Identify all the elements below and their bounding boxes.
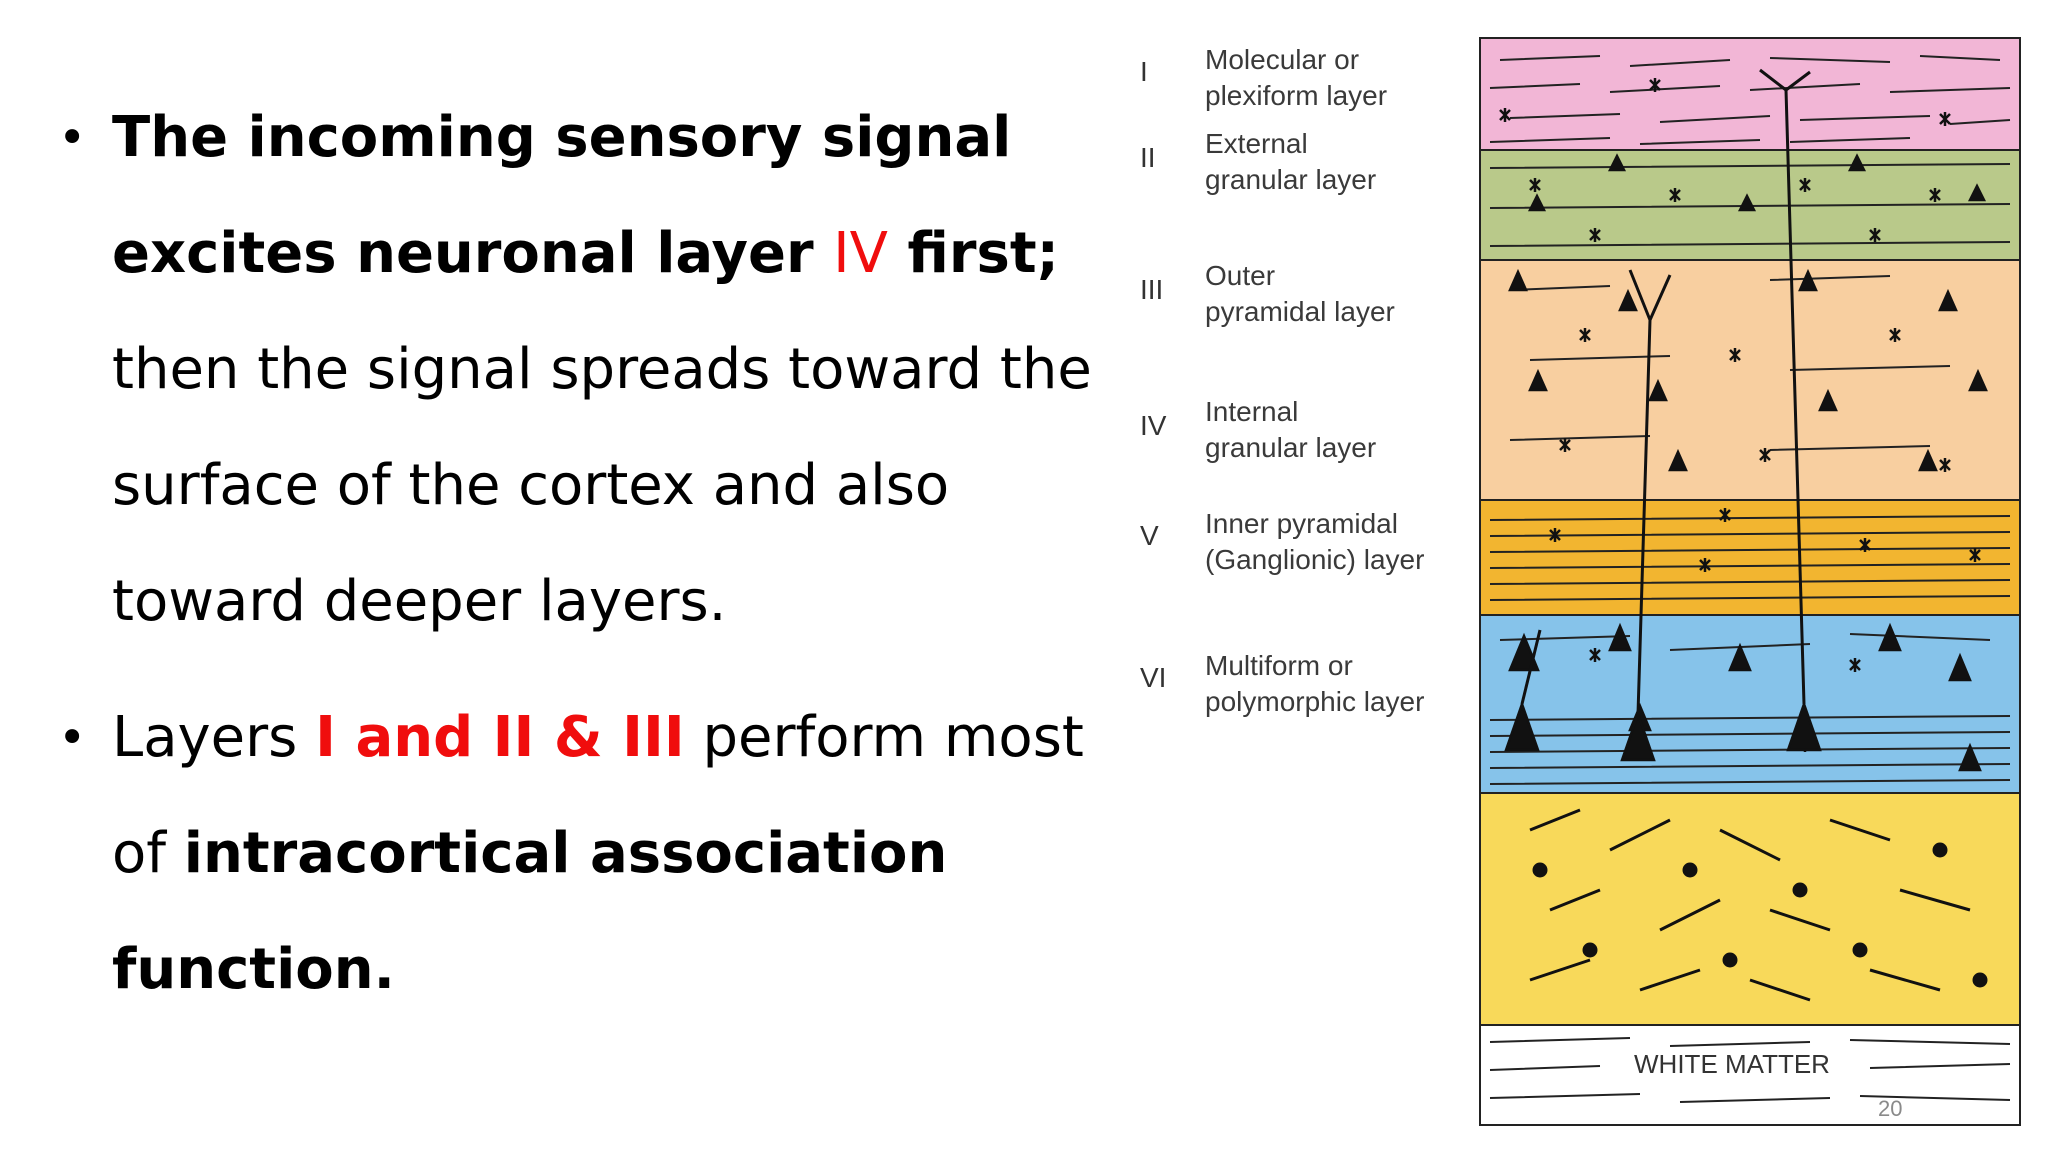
bullet-dot: • xyxy=(58,710,87,766)
white-matter-label: WHITE MATTER xyxy=(1634,1049,1830,1079)
bullet-point: • The incoming sensory signal excites neur… xyxy=(58,80,1092,660)
bullet-line: toward deeper layers. xyxy=(112,544,1088,660)
bullet-line: function. xyxy=(112,912,1088,1028)
pyramidal-cells xyxy=(1504,153,1988,772)
layer-name-5: Inner pyramidal (Ganglionic) layer xyxy=(1205,508,1425,575)
bullet-line: excites neuronal layer IV first; xyxy=(112,196,1088,312)
layer-name-6: Multiform or polymorphic layer xyxy=(1205,650,1425,717)
layer-band-5 xyxy=(1479,614,2021,794)
highlighted-text: I and II & III xyxy=(315,705,685,770)
text-segment: first; xyxy=(887,221,1060,286)
layer-name-2: External granular layer xyxy=(1205,128,1377,195)
bullet-dot: • xyxy=(58,110,87,166)
layer-band-3 xyxy=(1479,259,2021,501)
layer-numeral-2: II xyxy=(1140,142,1156,173)
layer-name-3: Outer pyramidal layer xyxy=(1205,260,1395,327)
layer-band-1 xyxy=(1479,37,2021,151)
text-segment: The incoming sensory signal xyxy=(112,105,1012,170)
text-segment: Layers xyxy=(112,705,316,770)
text-segment: then the signal spreads toward the xyxy=(112,337,1092,402)
page-number: 20 xyxy=(1878,1096,1903,1121)
text-segment: excites neuronal layer xyxy=(112,221,834,286)
text-segment: function. xyxy=(112,937,395,1002)
text-segment: toward deeper layers. xyxy=(112,569,727,634)
bullet-line: The incoming sensory signal xyxy=(112,80,1088,196)
text-segment: perform most xyxy=(684,705,1084,770)
highlighted-text: IV xyxy=(833,221,888,286)
layer-numeral-3: III xyxy=(1140,274,1164,305)
bullet-line: of intracortical association xyxy=(112,796,1088,912)
bullet-list: • The incoming sensory signal excites neur… xyxy=(58,80,1092,1048)
bullet-line: Layers I and II & III perform most xyxy=(112,680,1088,796)
text-segment: surface of the cortex and also xyxy=(112,453,950,518)
layer-numeral-5: V xyxy=(1140,520,1159,551)
bullet-line: surface of the cortex and also xyxy=(112,428,1088,544)
layer-numeral-4: IV xyxy=(1140,410,1167,441)
layer-name-1: Molecular or plexiform layer xyxy=(1205,44,1388,111)
apical-dendrites xyxy=(1520,68,1811,715)
granule-cells xyxy=(1499,78,1981,752)
layer-numeral-6: VI xyxy=(1140,662,1167,693)
cortex-layers-diagram: I II III IV V VI Molecular or plexiform … xyxy=(1120,30,2040,1130)
cortex-layer-stack: WHITE MATTER xyxy=(1479,37,2021,1126)
text-segment: intracortical association xyxy=(183,821,948,886)
layer-numeral-1: I xyxy=(1140,56,1148,87)
fibre-texture xyxy=(1489,55,2011,1103)
bullet-line: then the signal spreads toward the xyxy=(112,312,1092,428)
text-segment: of xyxy=(112,821,184,886)
layer-name-4: Internal granular layer xyxy=(1205,396,1377,463)
polymorphic-cells xyxy=(1529,808,1988,1002)
